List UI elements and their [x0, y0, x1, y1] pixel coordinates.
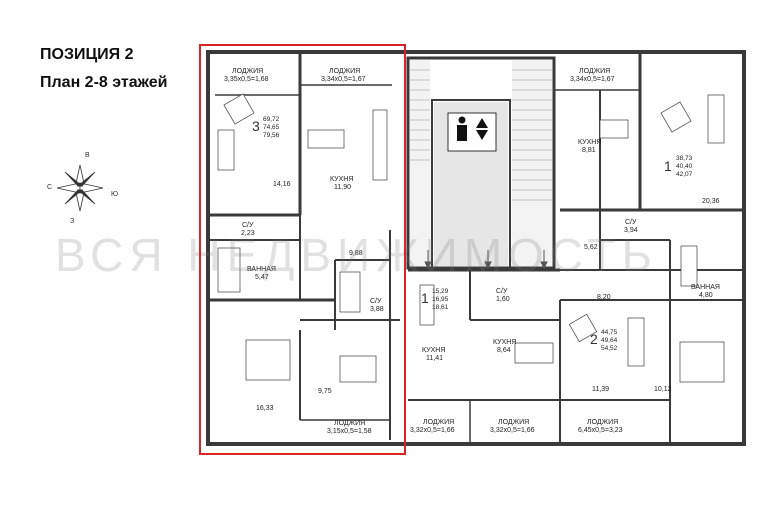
loggia-dims: 3,35х0,5=1,68 [224, 76, 269, 83]
bathroom-area: 3,88 [370, 306, 384, 313]
bathtub-icon [680, 245, 698, 287]
loggia-dims: 6,45х0,5=3,23 [578, 427, 623, 434]
apartment-number: 2 [590, 331, 598, 347]
bathroom-label: С/У [370, 298, 382, 305]
bed-icon [679, 341, 725, 383]
page-title: ПОЗИЦИЯ 2 [40, 46, 134, 63]
compass-label-w: С [47, 184, 53, 191]
bathroom-label: С/У [242, 222, 254, 229]
room-area: 20,36 [702, 198, 720, 205]
compass-label-n: В [85, 152, 90, 159]
sofa-icon [707, 94, 725, 144]
apartment-number: 1 [421, 290, 429, 306]
room-area: 14,16 [273, 181, 291, 188]
armchair-icon [660, 101, 692, 133]
loggia-label: ЛОДЖИЯ [579, 68, 611, 75]
room-area: 11,39 [592, 386, 609, 393]
bath-label: ВАННАЯ [691, 284, 720, 291]
room-area: 16,33 [256, 405, 274, 412]
loggia-dims: 3,15х0,5=1,58 [327, 428, 372, 435]
watermark: ВСЯ НЕДВИЖИМОСТЬ [55, 229, 658, 281]
desk-icon [339, 355, 377, 383]
hall-area: 5,62 [584, 244, 598, 251]
kitchen-area: 8,64 [497, 347, 511, 354]
loggia-label: ЛОДЖИЯ [423, 419, 455, 426]
compass-icon [56, 164, 104, 212]
kitchen-counter-icon [419, 284, 435, 326]
selected-apartment-highlight [199, 44, 406, 455]
bathroom-label: С/У [496, 288, 508, 295]
bath-area: 4,80 [699, 292, 713, 299]
loggia-label: ЛОДЖИЯ [329, 68, 361, 75]
hall-area: 9,88 [349, 250, 363, 257]
loggia-dims: 3,34х0,5=1,67 [321, 76, 366, 83]
bathtub-icon [217, 247, 241, 293]
sofa-icon [627, 317, 645, 367]
compass-label-e: Ю [111, 191, 119, 198]
page-subtitle: План 2-8 этажей [40, 74, 168, 91]
sofa-icon [217, 129, 235, 171]
bath-area: 5,47 [255, 274, 269, 281]
compass-label-s: З [70, 218, 75, 225]
loggia-dims: 3,32х0,5=1,66 [490, 427, 535, 434]
kitchen-label: КУХНЯ [578, 139, 602, 146]
loggia-dims: 3,32х0,5=1,66 [410, 427, 455, 434]
elevator-icon [447, 112, 497, 152]
apartment-number: 1 [664, 158, 672, 174]
kitchen-area: 8,81 [582, 147, 596, 154]
bathroom-area: 2,23 [241, 230, 255, 237]
kitchen-label: КУХНЯ [493, 339, 517, 346]
kitchen-table-icon [514, 342, 554, 364]
kitchen-label: КУХНЯ [330, 176, 354, 183]
entry-arrows [424, 250, 548, 270]
room-area: 10,12 [654, 386, 672, 393]
kitchen-area: 11,90 [334, 184, 351, 191]
kitchen-table-icon [599, 119, 629, 139]
loggia-label: ЛОДЖИЯ [587, 419, 619, 426]
bathtub-icon [339, 271, 361, 313]
loggia-label: ЛОДЖИЯ [498, 419, 530, 426]
kitchen-area: 11,41 [426, 355, 443, 362]
walls [206, 50, 746, 446]
hall-area: 8,20 [597, 294, 611, 301]
bathroom-area: 3,94 [624, 227, 638, 234]
loggia-label: ЛОДЖИЯ [334, 420, 366, 427]
bath-label: ВАННАЯ [247, 266, 276, 273]
bed-icon [245, 339, 291, 381]
kitchen-counter-icon [372, 109, 388, 181]
loggia-label: ЛОДЖИЯ [232, 68, 264, 75]
armchair-icon [568, 313, 598, 343]
room-area: 9,75 [318, 388, 332, 395]
apartment-number: 3 [252, 118, 260, 134]
bathroom-label: С/У [625, 219, 637, 226]
bathroom-area: 1,60 [496, 296, 510, 303]
kitchen-label: КУХНЯ [422, 347, 446, 354]
kitchen-table-icon [307, 129, 345, 149]
armchair-icon [223, 93, 255, 125]
furniture [217, 93, 725, 383]
loggia-dims: 3,34х0,5=1,67 [570, 76, 615, 83]
